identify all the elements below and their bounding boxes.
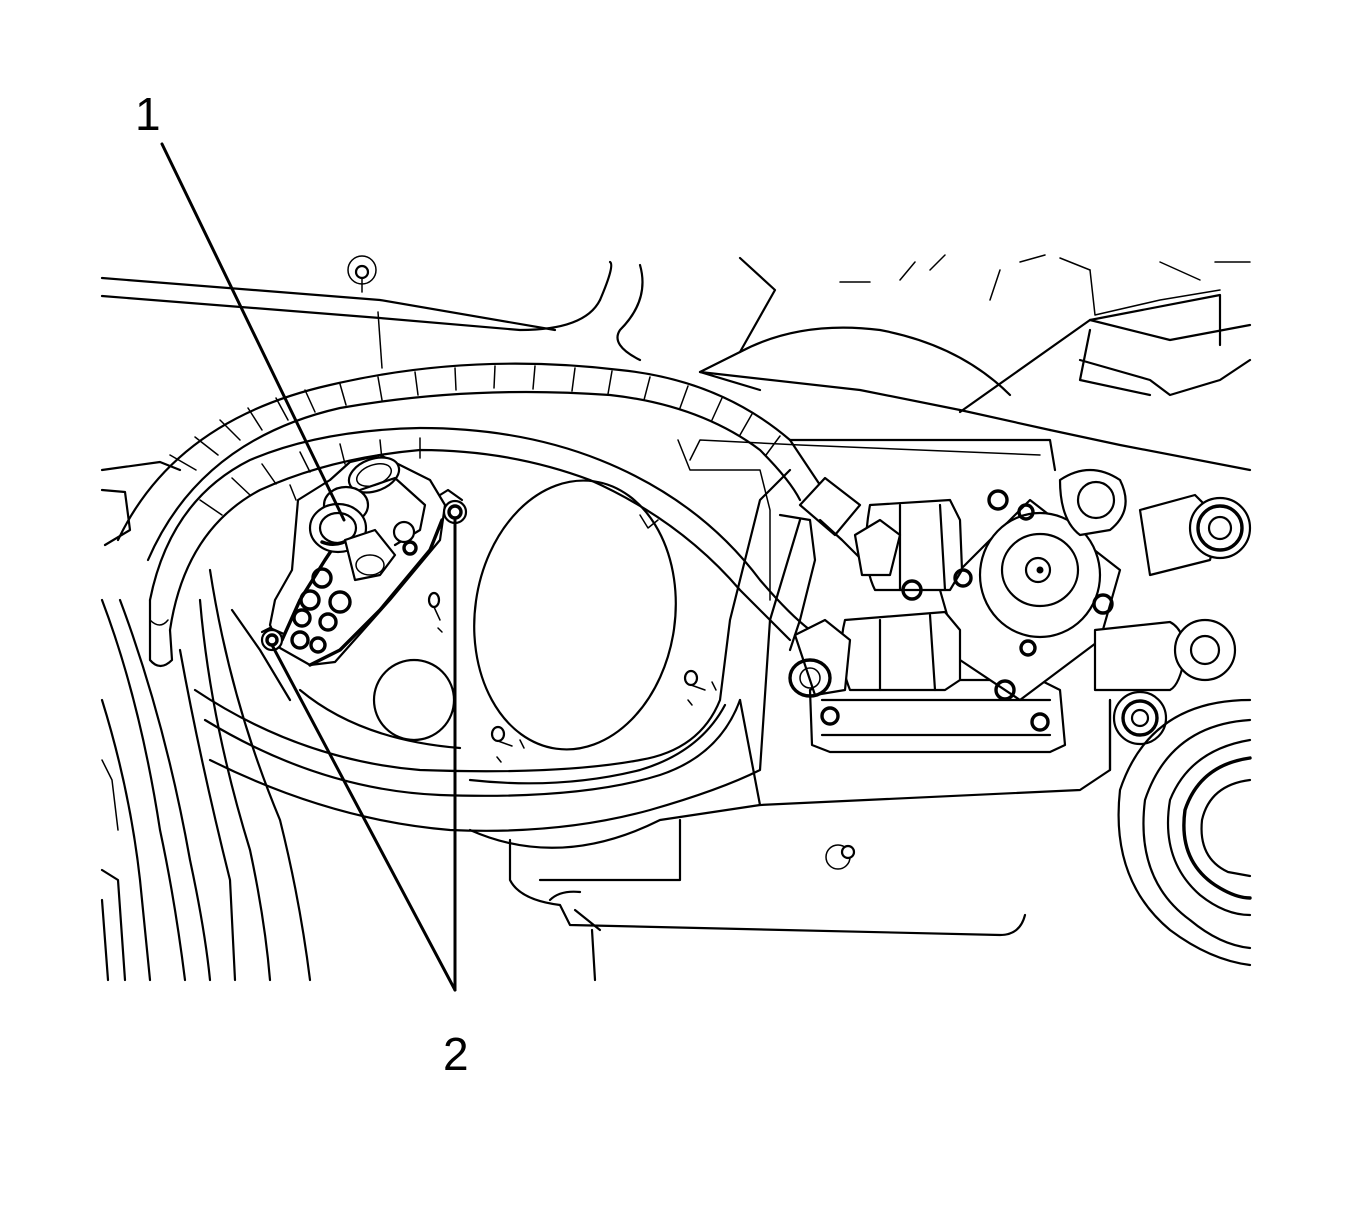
sensor-bracket — [260, 453, 468, 667]
top-clip-left — [347, 255, 377, 293]
leader-lines — [160, 142, 457, 992]
stud-2 — [683, 669, 717, 706]
round-housing — [1117, 698, 1252, 967]
wiring-harness — [116, 362, 882, 668]
leader-2b — [270, 643, 457, 992]
body-mark — [639, 514, 659, 529]
leader-1 — [160, 142, 346, 522]
bulkhead-panel — [193, 438, 1112, 982]
stud-1 — [427, 591, 443, 633]
upper-body-outline — [100, 254, 1252, 472]
left-fender — [100, 460, 312, 982]
stud-3 — [490, 725, 525, 763]
valve-block — [778, 469, 1252, 772]
stud-4 — [825, 844, 856, 870]
callout-1: 1 — [135, 88, 161, 140]
callout-2: 2 — [443, 1028, 469, 1080]
